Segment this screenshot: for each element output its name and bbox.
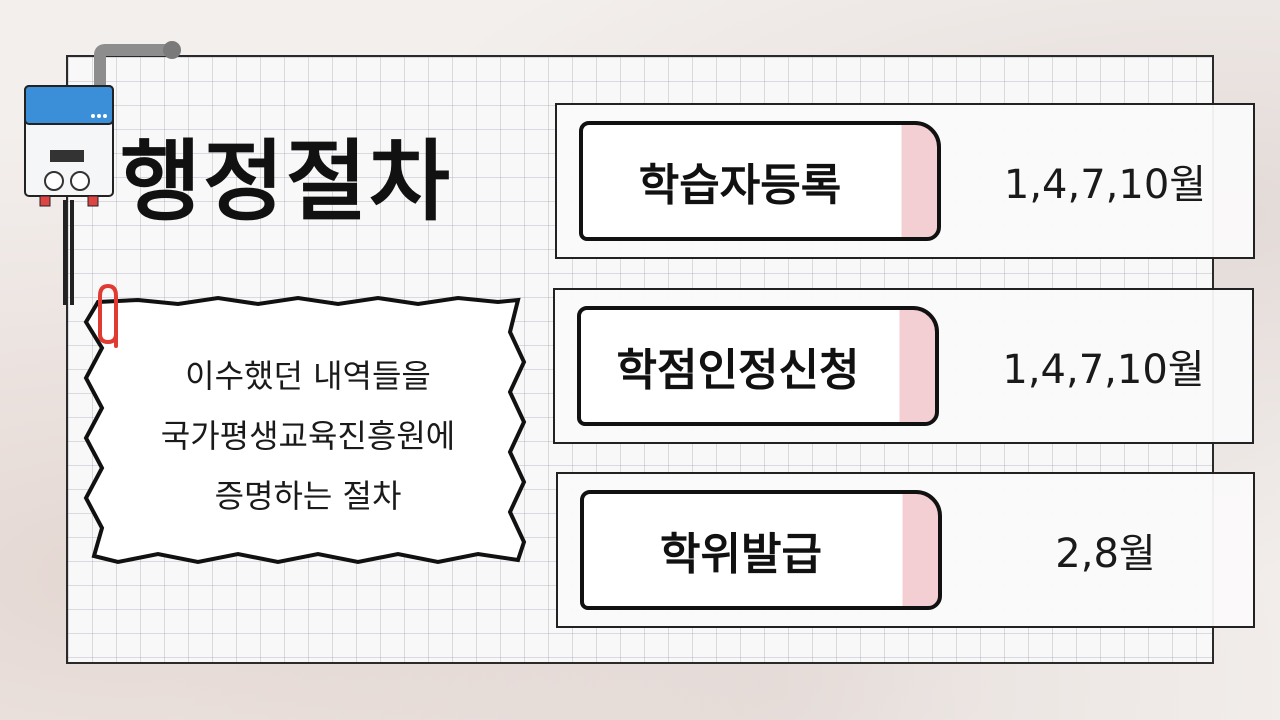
step-row-degree-issuance: 학위발급 2,8월	[556, 472, 1255, 628]
note-line-3: 증명하는 절차	[214, 477, 402, 515]
note-text: 이수했던 내역들을 국가평생교육진흥원에 증명하는 절차	[118, 346, 498, 526]
page-title: 행정절차	[120, 130, 452, 233]
step-label-box: 학습자등록	[579, 121, 941, 241]
step-months: 1,4,7,10월	[1002, 347, 1205, 393]
note-card: 이수했던 내역들을 국가평생교육진흥원에 증명하는 절차	[78, 292, 532, 568]
step-label: 학습자등록	[638, 160, 842, 211]
step-row-credit-recognition: 학점인정신청 1,4,7,10월	[553, 288, 1254, 444]
note-line-1: 이수했던 내역들을	[185, 357, 431, 395]
note-line-2: 국가평생교육진흥원에	[160, 417, 456, 455]
step-months: 2,8월	[1055, 531, 1156, 577]
step-label: 학점인정신청	[616, 345, 860, 396]
step-months: 1,4,7,10월	[1003, 162, 1207, 208]
step-label-box: 학위발급	[580, 490, 942, 610]
torn-paper-shape	[83, 295, 527, 565]
water-heater-icon	[24, 41, 181, 305]
step-row-registration: 학습자등록 1,4,7,10월	[555, 103, 1255, 259]
paperclip-icon	[98, 283, 118, 348]
step-label: 학위발급	[660, 529, 822, 580]
step-label-box: 학점인정신청	[577, 306, 939, 426]
